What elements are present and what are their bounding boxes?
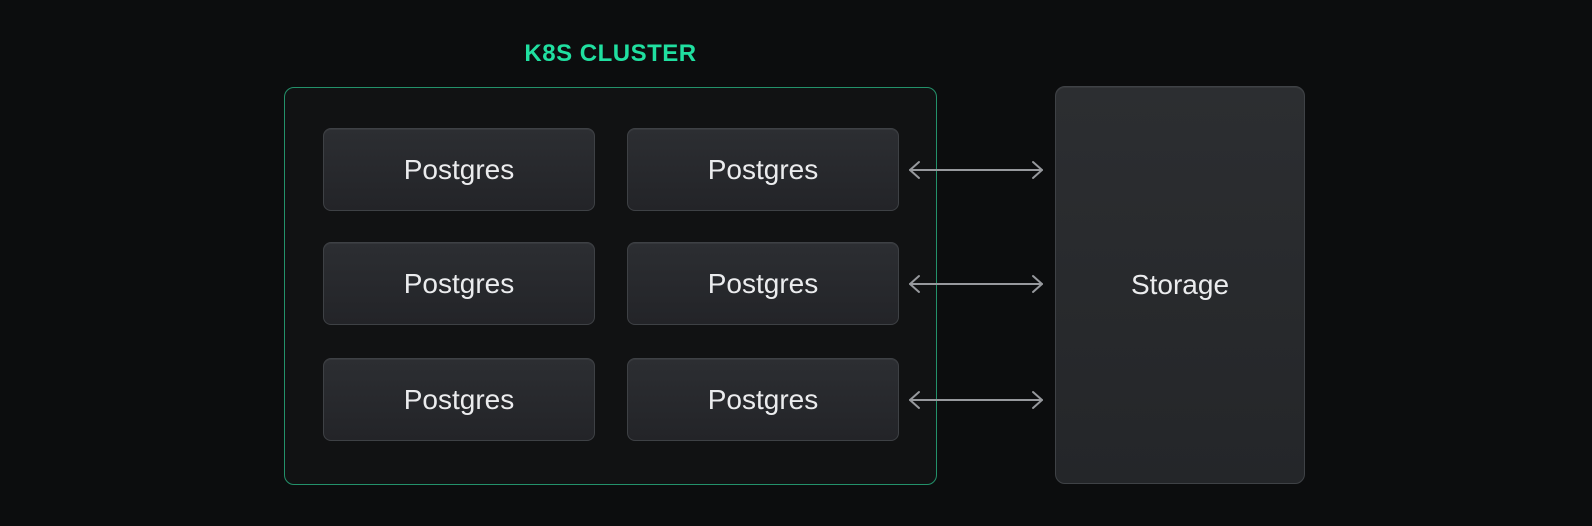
postgres-node-label: Postgres <box>403 267 515 299</box>
postgres-node: Postgres <box>323 358 595 441</box>
k8s-cluster-boundary <box>284 87 937 485</box>
bidirectional-arrow-icon <box>909 391 1043 409</box>
postgres-node-label: Postgres <box>707 267 819 299</box>
bidirectional-arrow-icon <box>909 275 1043 293</box>
postgres-node-label: Postgres <box>403 383 515 415</box>
bidirectional-arrow-icon <box>909 161 1043 179</box>
postgres-node-label: Postgres <box>707 153 819 185</box>
storage-box: Storage <box>1055 86 1305 484</box>
k8s-cluster-title: K8S CLUSTER <box>524 40 697 67</box>
postgres-node: Postgres <box>627 128 899 211</box>
postgres-node: Postgres <box>323 242 595 325</box>
postgres-node-label: Postgres <box>403 153 515 185</box>
storage-box-label: Storage <box>1130 269 1230 300</box>
postgres-node: Postgres <box>627 358 899 441</box>
postgres-node: Postgres <box>627 242 899 325</box>
postgres-node: Postgres <box>323 128 595 211</box>
postgres-node-label: Postgres <box>707 383 819 415</box>
